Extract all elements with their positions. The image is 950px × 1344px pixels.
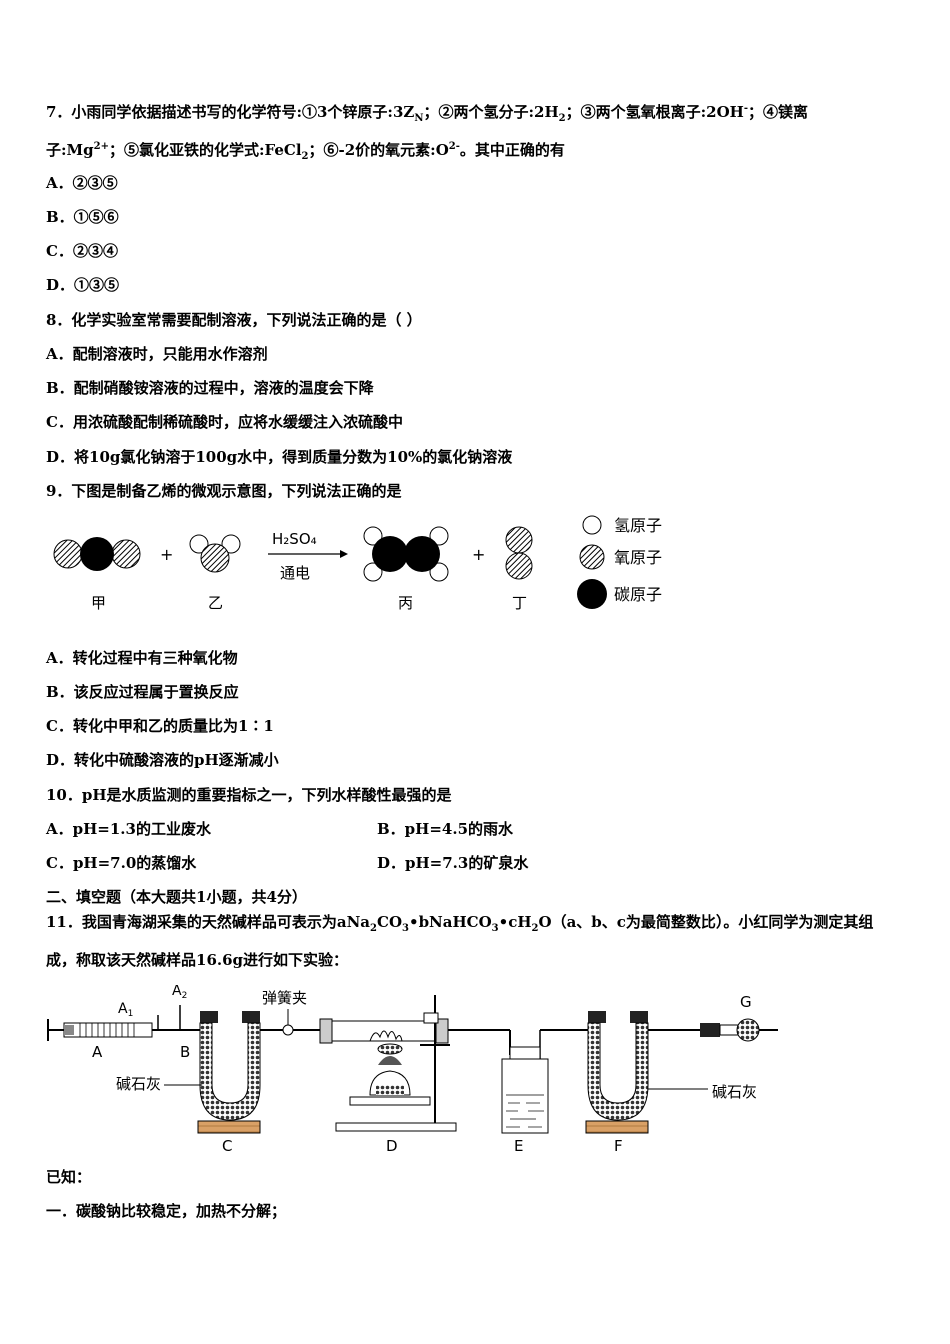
q10-option-d: D．pH=7.3的矿泉水 xyxy=(377,854,529,872)
q7-stem-line2: 子:Mg2+；⑤氯化亚铁的化学式:FeCl2；⑥-2价的氧元素:O2-。其中正确… xyxy=(46,141,565,162)
soda-lime-label-right: 碱石灰 xyxy=(712,1083,757,1101)
legend-carbon-symbol xyxy=(577,579,607,609)
section-heading: 二、填空题（本大题共1小题，共4分） xyxy=(46,888,307,906)
label-yi: 乙 xyxy=(208,594,223,612)
valve-a2-label: A2 xyxy=(172,985,187,1001)
u-tube-c xyxy=(197,1011,288,1134)
legend: 氢原子 氧原子 碳原子 xyxy=(577,515,662,609)
q7-option-a: A．②③⑤ xyxy=(46,174,118,192)
reaction-arrowhead xyxy=(340,550,348,558)
legend-carbon: 碳原子 xyxy=(614,585,662,604)
q10-option-a: A．pH=1.3的工业废水 xyxy=(46,820,211,838)
label-d: D xyxy=(386,1137,398,1155)
q11-stem-line2: 成，称取该天然碱样品16.6g进行如下实验： xyxy=(46,951,349,969)
label-ding: 丁 xyxy=(512,594,527,612)
label-g: G xyxy=(740,993,752,1011)
q7-option-c: C．②③④ xyxy=(46,242,118,260)
q10-stem: 10．pH是水质监测的重要指标之一，下列水样酸性最强的是 xyxy=(46,786,452,804)
wash-bottle-e xyxy=(501,1046,549,1134)
molecule-bing xyxy=(363,526,449,582)
label-bing: 丙 xyxy=(398,594,413,612)
ethylene-reaction-diagram: + H₂SO₄ 通电 + 甲 乙 丙 丁 氢原子 氧原子 碳原子 xyxy=(53,515,662,612)
syringe-a xyxy=(47,1005,200,1041)
q9-stem: 9．下图是制备乙烯的微观示意图，下列说法正确的是 xyxy=(46,482,402,500)
q8-option-a: A．配制溶液时，只能用水作溶剂 xyxy=(46,345,268,363)
label-f: F xyxy=(614,1137,623,1155)
q8-option-c: C．用浓硫酸配制稀硫酸时，应将水缓缓注入浓硫酸中 xyxy=(46,413,403,431)
soda-lime-label-left: 碱石灰 xyxy=(116,1075,161,1093)
legend-oxygen: 氧原子 xyxy=(614,548,662,567)
q8-option-b: B．配制硝酸铵溶液的过程中，溶液的温度会下降 xyxy=(46,379,374,397)
q7-option-b: B．①⑤⑥ xyxy=(46,208,119,226)
valve-a1-label: A1 xyxy=(118,1001,133,1019)
clip-label: 弹簧夹 xyxy=(262,989,307,1007)
drying-tube-g xyxy=(700,1018,778,1042)
apparatus-diagram: A1 A2 A B 碱石灰 C 弹簧夹 D xyxy=(47,985,778,1155)
q7-stem-line1: 7．小雨同学依据描述书写的化学符号:①3个锌原子:3ZN；②两个氢分子:2H2；… xyxy=(46,103,808,124)
label-a: A xyxy=(92,1043,103,1061)
condition-label: 通电 xyxy=(280,564,310,582)
molecule-yi xyxy=(189,534,241,573)
label-e: E xyxy=(514,1137,523,1155)
q8-stem: 8．化学实验室常需要配制溶液，下列说法正确的是（ ） xyxy=(46,311,422,329)
q9-option-a: A．转化过程中有三种氧化物 xyxy=(46,649,238,667)
legend-oxygen-symbol xyxy=(579,544,605,570)
q10-option-b: B．pH=4.5的雨水 xyxy=(377,820,514,838)
q9-option-b: B．该反应过程属于置换反应 xyxy=(46,683,239,701)
legend-hydrogen-symbol xyxy=(582,515,602,535)
known-heading: 已知： xyxy=(46,1168,92,1186)
q11-stem-line1: 11．我国青海湖采集的天然碱样品可表示为aNa2CO3•bNaHCO3•cH2O… xyxy=(46,913,874,934)
q10-option-c: C．pH=7.0的蒸馏水 xyxy=(46,854,197,872)
label-b: B xyxy=(180,1043,190,1061)
catalyst-label: H₂SO₄ xyxy=(272,530,317,548)
legend-hydrogen: 氢原子 xyxy=(614,516,662,535)
heating-apparatus-d xyxy=(319,995,457,1132)
plus-sign-1: + xyxy=(160,545,173,564)
q9-option-d: D．转化中硫酸溶液的pH逐渐减小 xyxy=(46,751,279,769)
known-item-1: 一．碳酸钠比较稳定，加热不分解； xyxy=(46,1202,287,1220)
q7-option-d: D．①③⑤ xyxy=(46,276,120,294)
spring-clip xyxy=(282,1024,294,1036)
label-c: C xyxy=(222,1137,232,1155)
u-tube-f xyxy=(585,1011,700,1134)
label-jia: 甲 xyxy=(91,594,106,612)
molecule-ding xyxy=(505,526,533,580)
q9-option-c: C．转化中甲和乙的质量比为1∶1 xyxy=(46,717,274,735)
molecule-jia xyxy=(53,537,141,571)
plus-sign-2: + xyxy=(472,545,485,564)
q8-option-d: D．将10g氯化钠溶于100g水中，得到质量分数为10%的氯化钠溶液 xyxy=(46,448,513,466)
